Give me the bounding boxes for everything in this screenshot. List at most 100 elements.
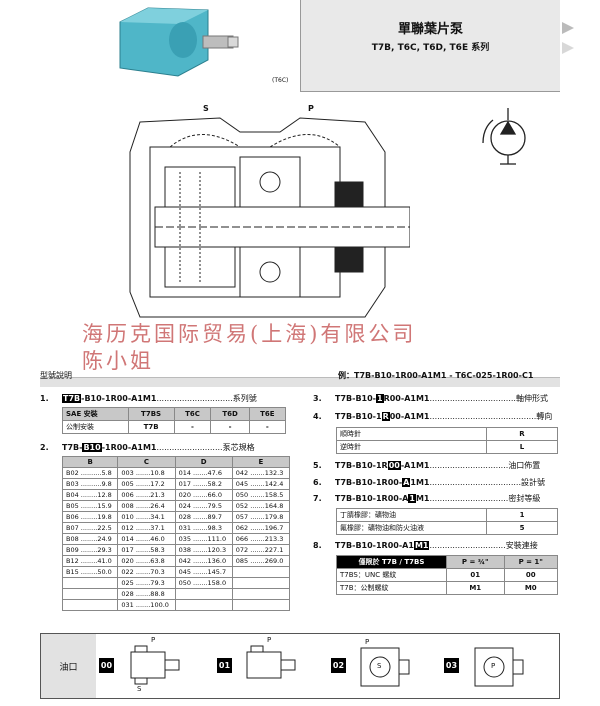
cell: 045 .......142.4 <box>231 478 291 490</box>
cell: 006 .......21.3 <box>117 489 176 501</box>
step-4-desc: 轉向 <box>536 412 553 421</box>
port-code-01: 01 <box>217 658 232 673</box>
th: D <box>174 456 233 468</box>
cell: B03 ..........9.8 <box>61 478 119 490</box>
cell: 1 <box>486 508 558 522</box>
cell: B05 ........15.9 <box>61 500 119 512</box>
step-5-desc: 油口佈置 <box>508 461 541 470</box>
cell: 025 .......79.3 <box>117 577 176 589</box>
cell: 038 .......120.3 <box>174 544 233 556</box>
section-title: 型號說明 <box>40 371 72 380</box>
step-5-pre: T7B-B10-1R <box>335 461 388 470</box>
cell <box>174 588 233 600</box>
cell: B07 ........22.5 <box>61 522 119 534</box>
step-8-pre: T7B-B10-1R00-A1 <box>335 541 414 550</box>
cell: 072 .......227.1 <box>231 544 291 556</box>
step-3-post: R00-A1M1 <box>383 394 430 403</box>
pump-photo <box>108 2 253 82</box>
cell: 00 <box>503 568 559 582</box>
th: T6D <box>210 407 250 421</box>
cell <box>231 577 291 589</box>
cell: 042 .......132.3 <box>231 467 291 479</box>
step-7-post: M1 <box>415 494 430 503</box>
step-7: 7.T7B-B10-1R00-A1M1.....................… <box>313 493 540 504</box>
th: T6E <box>248 407 287 421</box>
cell <box>231 588 291 600</box>
step-3-pre: T7B-B10- <box>335 394 376 403</box>
th: C <box>117 456 176 468</box>
port-p-label: P <box>267 636 272 644</box>
page-title: 單聯葉片泵 <box>397 22 463 37</box>
cell: 031 .......98.3 <box>174 522 233 534</box>
port-s-label: S <box>137 685 142 693</box>
cell: 008 .......26.4 <box>117 500 176 512</box>
step-7-pre: T7B-B10-1R00-A <box>335 494 409 503</box>
cell: 062 .......196.7 <box>231 522 291 534</box>
cell: 085 .......269.0 <box>231 555 291 567</box>
cell: 氟橡膠：礦物油和防火油液 <box>336 521 487 535</box>
pump-symbol-icon <box>478 108 538 168</box>
cell: 042 .......136.0 <box>174 555 233 567</box>
cell <box>174 599 233 611</box>
watermark-contact: 陈小姐 <box>82 349 154 373</box>
step-5: 5.T7B-B10-1R00-A1M1.....................… <box>313 460 540 471</box>
cell: 028 .......89.7 <box>174 511 233 523</box>
step-1-code: -B10-1R00-A1M1 <box>81 394 157 403</box>
label-p: P <box>308 104 314 113</box>
step-1-number: 1. <box>40 394 49 403</box>
step-6-post: 1M1 <box>410 478 430 487</box>
step-5-highlight: 00 <box>387 461 401 470</box>
cell: 022 .......70.3 <box>117 566 176 578</box>
cell: B08 ........24.9 <box>61 533 119 545</box>
cell <box>231 599 291 611</box>
step-6-highlight: A <box>402 478 411 487</box>
header-tab-marker-2 <box>562 42 574 54</box>
step-3-number: 3. <box>313 394 322 403</box>
pump-cross-section <box>110 112 411 327</box>
cell: T7B：公制螺紋 <box>336 581 447 595</box>
step-6-dots: .................................... <box>429 478 522 487</box>
cell <box>61 577 119 589</box>
cell: 028 .......88.8 <box>117 588 176 600</box>
cell: 031 .......100.0 <box>117 599 176 611</box>
step-3: 3. T7B-B10-1R00-A1M1.....................… <box>313 393 548 404</box>
header-panel: 單聯葉片泵 T7B, T6C, T6D, T6E 系列 <box>300 0 560 92</box>
step-2-highlight: B10 <box>82 443 102 452</box>
cell: 逆時針 <box>336 440 487 454</box>
cell: T7B <box>127 420 175 434</box>
port-diagram-03: P <box>465 638 535 696</box>
port-diagram-01: P <box>237 636 307 696</box>
step-2-desc: 泵芯規格 <box>222 443 255 452</box>
cell: - <box>210 420 250 434</box>
step-4-post: 00-A1M1 <box>389 412 430 421</box>
cell: 003 .......10.8 <box>117 467 176 479</box>
photo-label: (T6C) <box>272 77 289 84</box>
step-6: 6.T7B-B10-1R00-A1M1.....................… <box>313 477 545 488</box>
cell: T7BS：UNC 螺紋 <box>336 568 447 582</box>
step-3-dots: .................................. <box>429 394 516 403</box>
cell: 014 .......46.0 <box>117 533 176 545</box>
step-4-dots: ........................................… <box>429 412 537 421</box>
port-arrangement-panel: 油口 00 01 02 03 P S P S P <box>40 633 560 699</box>
cell: 017 .......58.2 <box>174 478 233 490</box>
table-row: 028 .......88.8 <box>61 588 291 600</box>
cell: - <box>173 420 212 434</box>
port-label: 油口 <box>41 634 96 698</box>
step-3-highlight: 1 <box>376 394 384 403</box>
header-tab-marker <box>562 22 574 34</box>
example-code: 例：T7B-B10-1R00-A1M1 - T6C-025-1R00-C1 <box>338 371 534 380</box>
step-1-dots: .............................. <box>156 394 233 403</box>
th: 僅限於 T7B / T7BS <box>336 555 447 569</box>
step-4: 4.T7B-B10-1R00-A1M1.....................… <box>313 411 552 422</box>
cell: 公制安裝 <box>62 420 129 434</box>
step-1-highlight: T7B <box>62 394 82 403</box>
cell: 057 .......179.8 <box>231 511 291 523</box>
